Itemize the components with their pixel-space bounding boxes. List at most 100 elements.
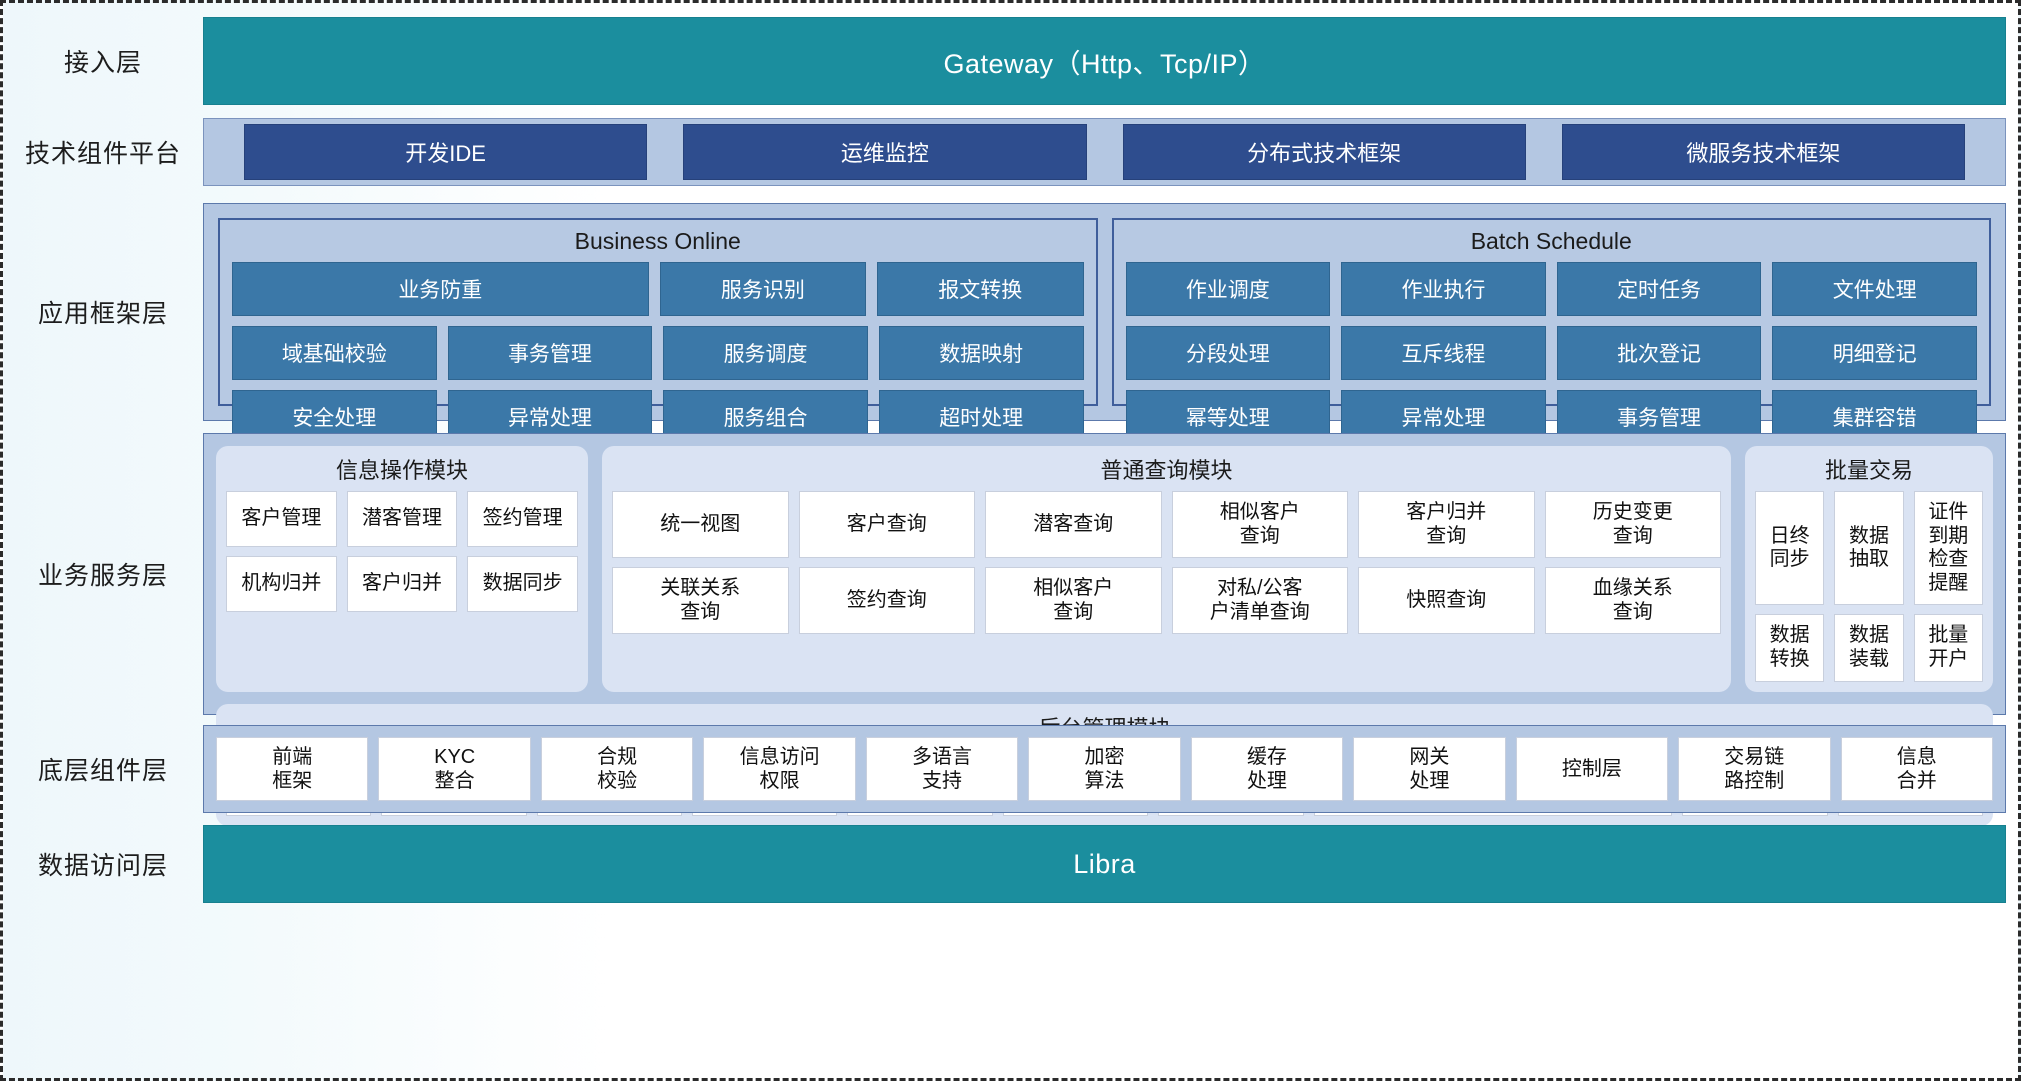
service-cell[interactable]: 签约查询 <box>798 567 975 635</box>
service-cell[interactable]: 签约管理 <box>467 491 579 547</box>
service-cell[interactable]: 历史变更查询 <box>1544 491 1721 559</box>
framework-cell[interactable]: 业务防重 <box>232 262 649 316</box>
tech-chip-3[interactable]: 微服务技术框架 <box>1561 124 1965 180</box>
framework-row: 域基础校验事务管理服务调度数据映射 <box>232 326 1084 380</box>
service-module-grid: 统一视图客户查询潜客查询相似客户查询客户归并查询历史变更查询关联关系查询签约查询… <box>612 491 1721 635</box>
service-module-1: 普通查询模块统一视图客户查询潜客查询相似客户查询客户归并查询历史变更查询关联关系… <box>602 446 1731 692</box>
business-service-band: 信息操作模块客户管理潜客管理签约管理机构归并客户归并数据同步普通查询模块统一视图… <box>203 433 2006 826</box>
bottom-component-cell-5[interactable]: 加密算法 <box>1028 737 1181 801</box>
service-cell[interactable]: 客户归并查询 <box>1358 491 1535 559</box>
framework-row: 作业调度作业执行定时任务文件处理 <box>1125 262 1977 316</box>
service-cell[interactable]: 证件到期检查提醒 <box>1913 491 1983 606</box>
framework-cell[interactable]: 事务管理 <box>447 326 653 380</box>
layer-label-business-service: 业务服务层 <box>37 561 168 590</box>
service-cell[interactable]: 日终同步 <box>1755 491 1825 606</box>
framework-row: 业务防重服务识别报文转换 <box>232 262 1084 316</box>
framework-cell[interactable]: 服务识别 <box>659 262 867 316</box>
service-cell[interactable]: 潜客查询 <box>985 491 1162 559</box>
service-cell[interactable]: 数据转换 <box>1755 614 1825 682</box>
framework-group-title: Batch Schedule <box>1470 228 1632 254</box>
layer-body-tech-platform: 开发IDE 运维监控分布式技术框架微服务技术框架 <box>203 118 2018 186</box>
service-cell[interactable]: 关联关系查询 <box>612 567 789 635</box>
framework-cell[interactable]: 明细登记 <box>1772 326 1977 380</box>
framework-cell[interactable]: 互斥线程 <box>1341 326 1546 380</box>
service-module-title: 普通查询模块 <box>1100 458 1233 483</box>
service-cell[interactable]: 批量开户 <box>1913 614 1983 682</box>
service-cell[interactable]: 对私/公客户清单查询 <box>1171 567 1348 635</box>
service-module-2: 批量交易日终同步数据抽取证件到期检查提醒数据转换数据装载批量开户 <box>1745 446 1993 692</box>
tech-platform-band: 开发IDE 运维监控分布式技术框架微服务技术框架 <box>203 118 2006 186</box>
service-module-row: 日终同步数据抽取证件到期检查提醒 <box>1755 491 1983 606</box>
bottom-component-cell-2[interactable]: 合规校验 <box>540 737 694 801</box>
service-cell[interactable]: 数据同步 <box>467 556 579 612</box>
framework-row: 分段处理互斥线程批次登记明细登记 <box>1125 326 1977 380</box>
layer-access: 接入层 Gateway（Http、Tcp/IP） <box>3 17 2018 105</box>
service-cell[interactable]: 相似客户查询 <box>1171 491 1348 559</box>
service-module-row: 统一视图客户查询潜客查询相似客户查询客户归并查询历史变更查询 <box>612 491 1721 559</box>
service-cell[interactable]: 客户查询 <box>798 491 975 559</box>
tech-chip-1[interactable]: 运维监控 <box>683 124 1087 180</box>
layer-label-bottom-component: 底层组件层 <box>37 756 168 785</box>
framework-grid: 业务防重服务识别报文转换域基础校验事务管理服务调度数据映射安全处理异常处理服务组… <box>232 262 1084 444</box>
framework-group-title: Business Online <box>574 228 741 254</box>
gateway-bar[interactable]: Gateway（Http、Tcp/IP） <box>203 17 2006 105</box>
framework-cell[interactable]: 数据映射 <box>878 326 1084 380</box>
service-cell[interactable]: 统一视图 <box>612 491 789 559</box>
service-module-row: 客户管理潜客管理签约管理 <box>226 491 579 547</box>
service-cell[interactable]: 相似客户查询 <box>985 567 1162 635</box>
service-cell[interactable]: 机构归并 <box>226 556 337 612</box>
framework-cell[interactable]: 作业调度 <box>1125 262 1331 316</box>
service-module-grid: 日终同步数据抽取证件到期检查提醒数据转换数据装载批量开户 <box>1755 491 1983 682</box>
service-module-row: 机构归并客户归并数据同步 <box>226 556 579 612</box>
service-module-0: 信息操作模块客户管理潜客管理签约管理机构归并客户归并数据同步 <box>216 446 588 692</box>
service-cell[interactable]: 数据抽取 <box>1834 491 1904 606</box>
bottom-component-cell-0[interactable]: 前端框架 <box>216 737 369 801</box>
service-module-row: 数据转换数据装载批量开户 <box>1755 614 1983 682</box>
service-cell[interactable]: 客户归并 <box>346 556 458 612</box>
service-cell[interactable]: 数据装载 <box>1834 614 1904 682</box>
bottom-component-cell-8[interactable]: 控制层 <box>1515 737 1669 801</box>
bottom-component-cell-3[interactable]: 信息访问权限 <box>703 737 856 801</box>
service-module-title: 信息操作模块 <box>335 458 468 483</box>
bottom-component-cell-9[interactable]: 交易链路控制 <box>1678 737 1831 801</box>
layer-label-tech-platform: 技术组件平台 <box>24 139 181 168</box>
framework-cell[interactable]: 分段处理 <box>1125 326 1331 380</box>
tech-chip-2[interactable]: 分布式技术框架 <box>1122 124 1526 180</box>
framework-cell[interactable]: 文件处理 <box>1772 262 1977 316</box>
bottom-component-cell-4[interactable]: 多语言支持 <box>865 737 1019 801</box>
service-cell[interactable]: 快照查询 <box>1358 567 1535 635</box>
framework-cell[interactable]: 作业执行 <box>1341 262 1546 316</box>
layer-tech-platform: 技术组件平台 开发IDE 运维监控分布式技术框架微服务技术框架 <box>3 118 2018 186</box>
libra-bar[interactable]: Libra <box>203 825 2006 903</box>
service-module-row: 关联关系查询签约查询相似客户查询对私/公客户清单查询快照查询血缘关系查询 <box>612 567 1721 635</box>
layer-data-access: 数据访问层 Libra <box>3 825 2018 903</box>
framework-cell[interactable]: 服务调度 <box>663 326 868 380</box>
framework-cell[interactable]: 域基础校验 <box>232 326 437 380</box>
service-cell[interactable]: 潜客管理 <box>346 491 458 547</box>
bottom-component-cell-7[interactable]: 网关处理 <box>1353 737 1506 801</box>
layer-body-business-service: 信息操作模块客户管理潜客管理签约管理机构归并客户归并数据同步普通查询模块统一视图… <box>203 433 2018 826</box>
layer-label-data-access: 数据访问层 <box>37 851 168 880</box>
service-module-grid: 客户管理潜客管理签约管理机构归并客户归并数据同步 <box>226 491 579 612</box>
bottom-component-cell-6[interactable]: 缓存处理 <box>1190 737 1344 801</box>
layer-body-data-access: Libra <box>203 825 2018 903</box>
tech-chip-0[interactable]: 开发IDE <box>244 124 648 180</box>
service-cell[interactable]: 客户管理 <box>226 491 337 547</box>
service-module-title: 批量交易 <box>1824 458 1913 483</box>
framework-cell[interactable]: 报文转换 <box>877 262 1084 316</box>
framework-cell[interactable]: 批次登记 <box>1556 326 1762 380</box>
service-cell[interactable]: 血缘关系查询 <box>1544 567 1721 635</box>
layer-business-service: 业务服务层 信息操作模块客户管理潜客管理签约管理机构归并客户归并数据同步普通查询… <box>3 433 2018 826</box>
framework-cell[interactable]: 定时任务 <box>1556 262 1762 316</box>
bottom-component-cell-10[interactable]: 信息合并 <box>1840 737 1993 801</box>
